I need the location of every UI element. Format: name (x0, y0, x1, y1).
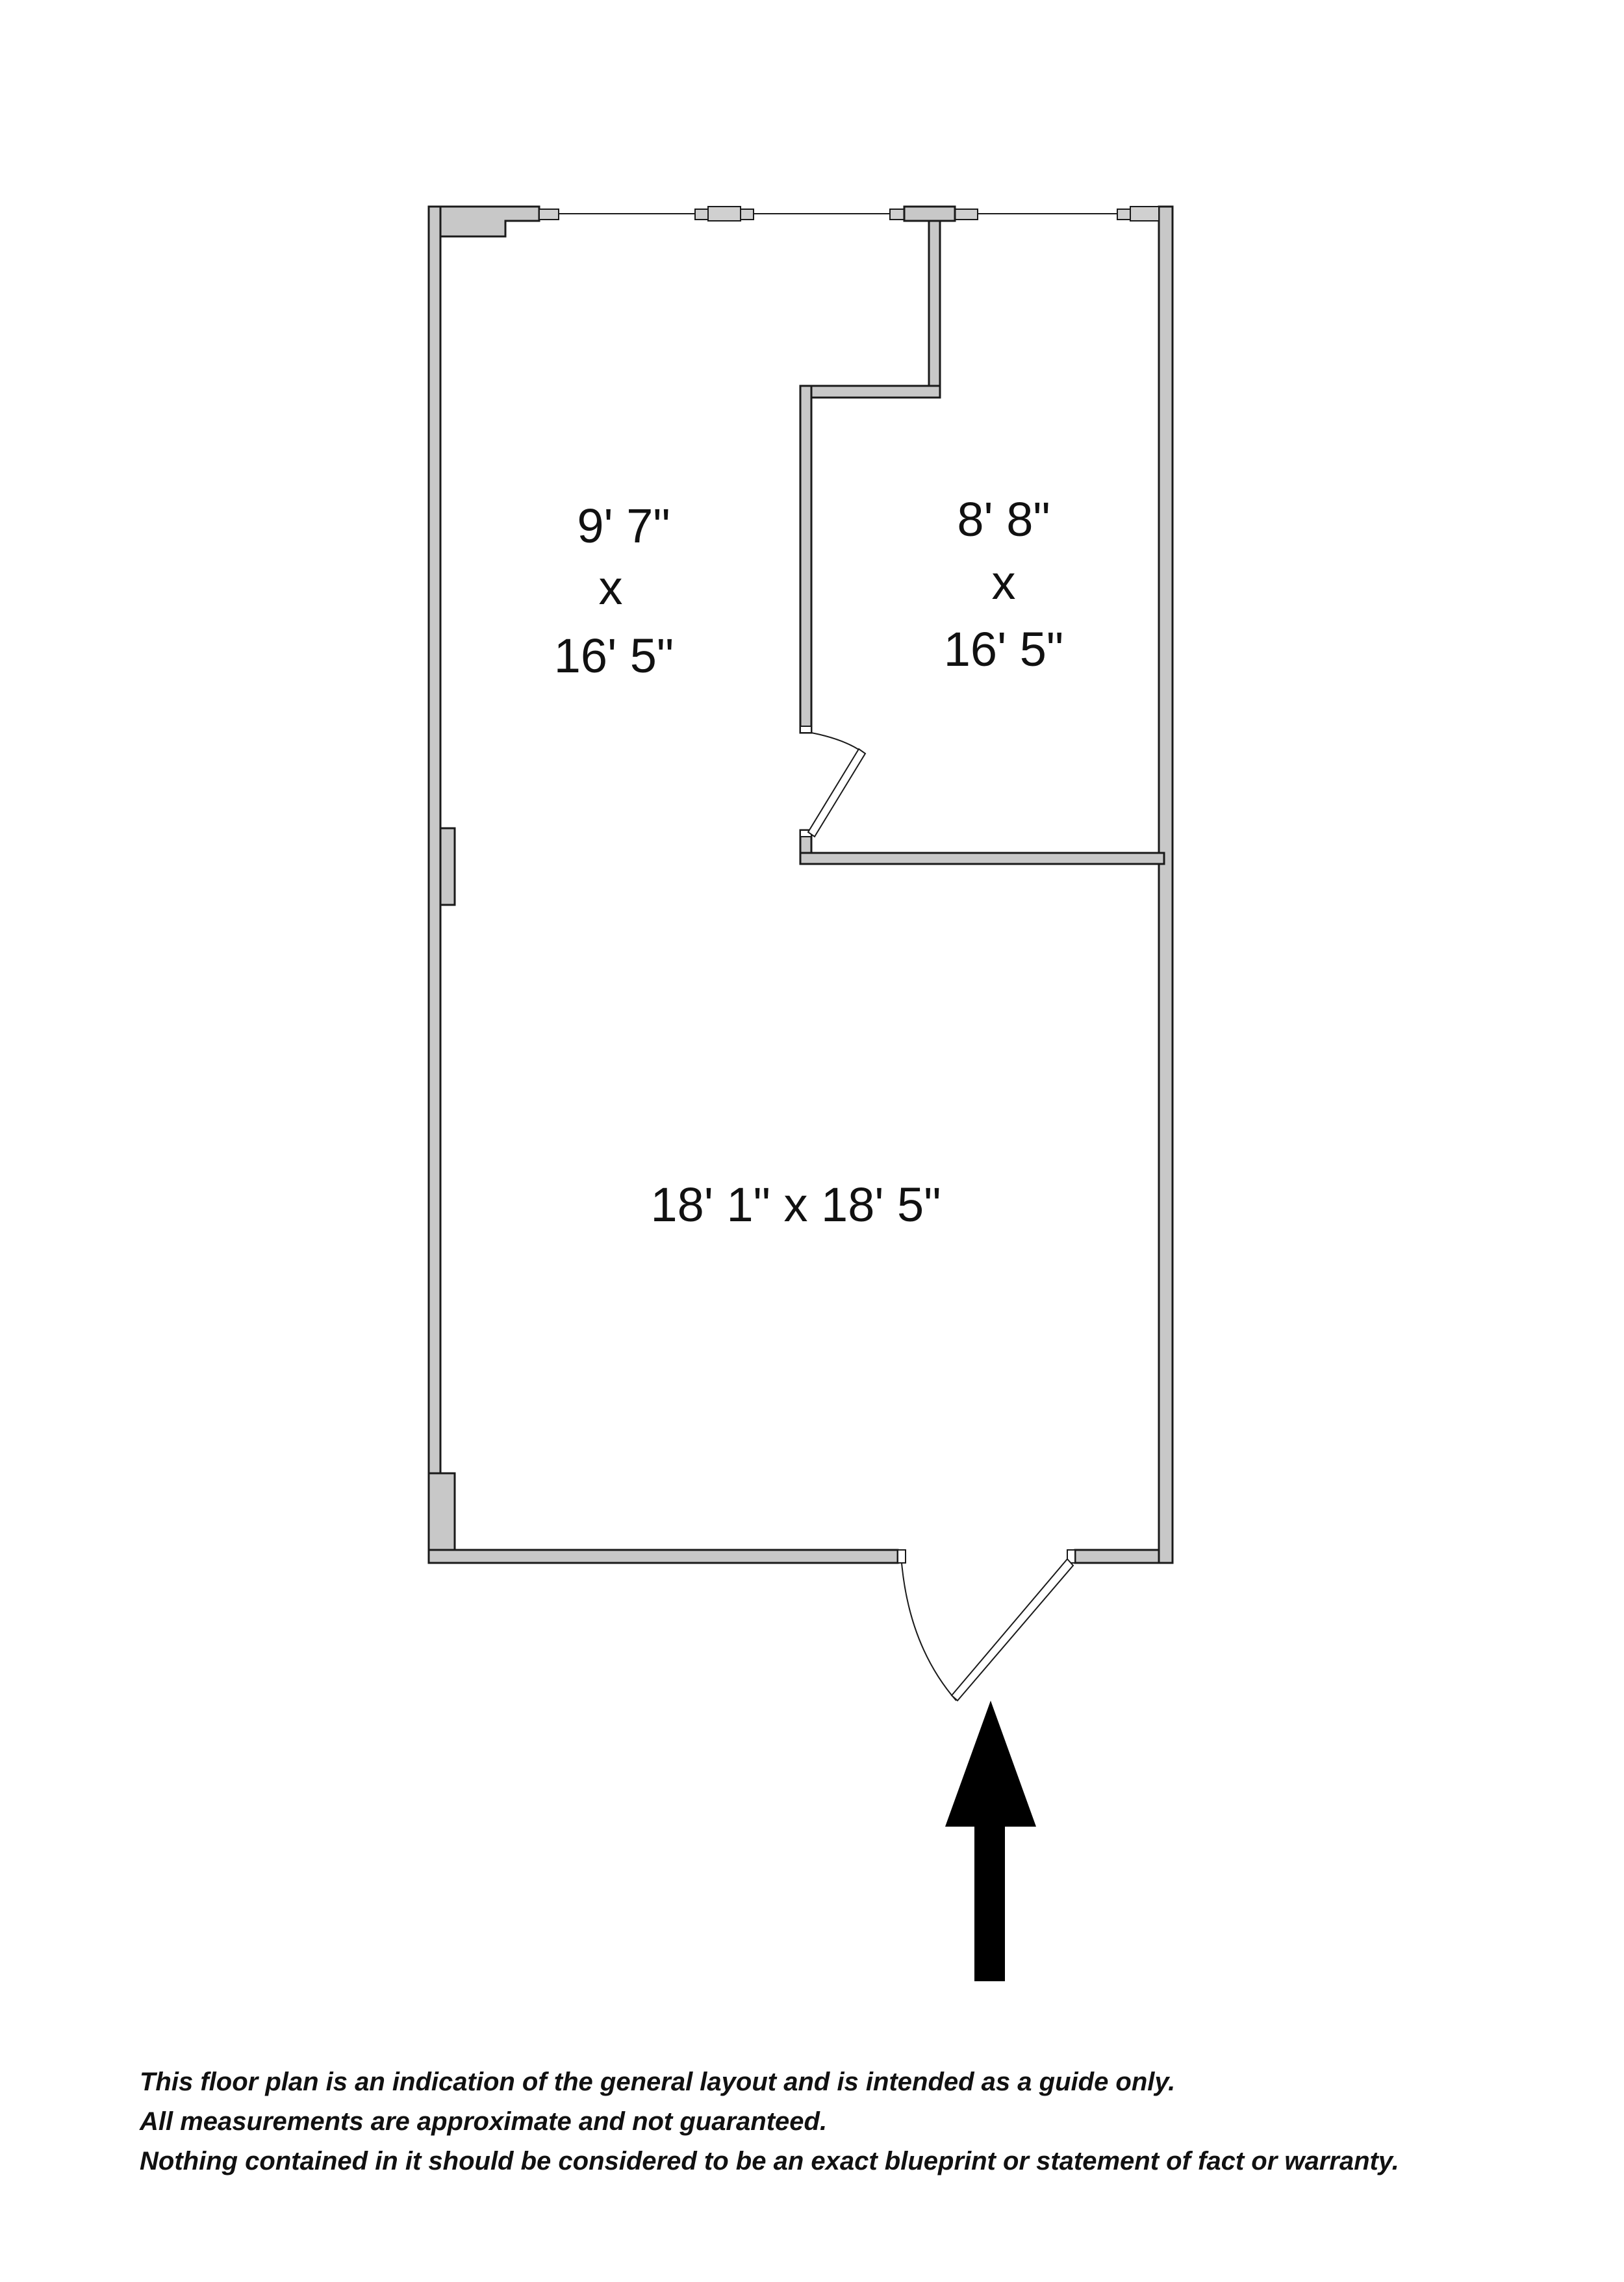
right-room-length: 16' 5" (944, 622, 1063, 676)
bottom-wall-left (427, 1549, 899, 1564)
partition-upper-vertical (928, 220, 941, 399)
left-room-length: 16' 5" (554, 629, 674, 683)
internal-door (807, 732, 867, 838)
window-frame (889, 209, 905, 220)
entrance-door (897, 1549, 1076, 1702)
main-room-label: 18' 1" x 18' 5" (651, 1178, 941, 1232)
window-frame (694, 209, 709, 220)
window-frame (954, 209, 978, 220)
door-swing-arc (811, 732, 863, 753)
window-frame (740, 209, 754, 220)
partition-vertical (799, 385, 813, 734)
door-jamb (897, 1549, 906, 1564)
window-mullion (707, 206, 741, 222)
left-room-x: x (599, 561, 623, 615)
door-leaf (950, 1558, 1074, 1702)
disclaimer-line: Nothing contained in it should be consid… (140, 2147, 1399, 2175)
room-label-right: 8' 8" x 16' 5" (944, 492, 1063, 676)
internal-walls (799, 205, 1165, 865)
left-wall (427, 205, 442, 1564)
window-frame (1130, 206, 1160, 222)
window-frame (1117, 209, 1131, 220)
door-leaf (807, 748, 867, 838)
room-label-left: 9' 7" x 16' 5" (554, 499, 674, 683)
right-room-x: x (992, 555, 1016, 609)
entry-arrow (945, 1701, 1036, 1981)
right-wall (1158, 205, 1174, 1564)
partition-top-cap (903, 205, 956, 222)
window-frame (539, 209, 559, 220)
left-wall-pier (439, 827, 456, 906)
arrow-icon (945, 1701, 1036, 1981)
door-jamb (800, 726, 812, 733)
right-room-width: 8' 8" (957, 492, 1050, 546)
disclaimer-line: All measurements are approximate and not… (140, 2107, 828, 2136)
disclaimer-line: This floor plan is an indication of the … (140, 2068, 1176, 2096)
door-swing-arc (901, 1562, 957, 1701)
left-room-width: 9' 7" (577, 499, 670, 553)
partition-jog (799, 385, 941, 399)
disclaimer: This floor plan is an indication of the … (140, 2062, 1399, 2181)
top-windows (539, 206, 1160, 222)
outer-walls (427, 205, 1174, 1564)
partition-horizontal (799, 852, 1165, 865)
top-left-corner (429, 205, 540, 238)
